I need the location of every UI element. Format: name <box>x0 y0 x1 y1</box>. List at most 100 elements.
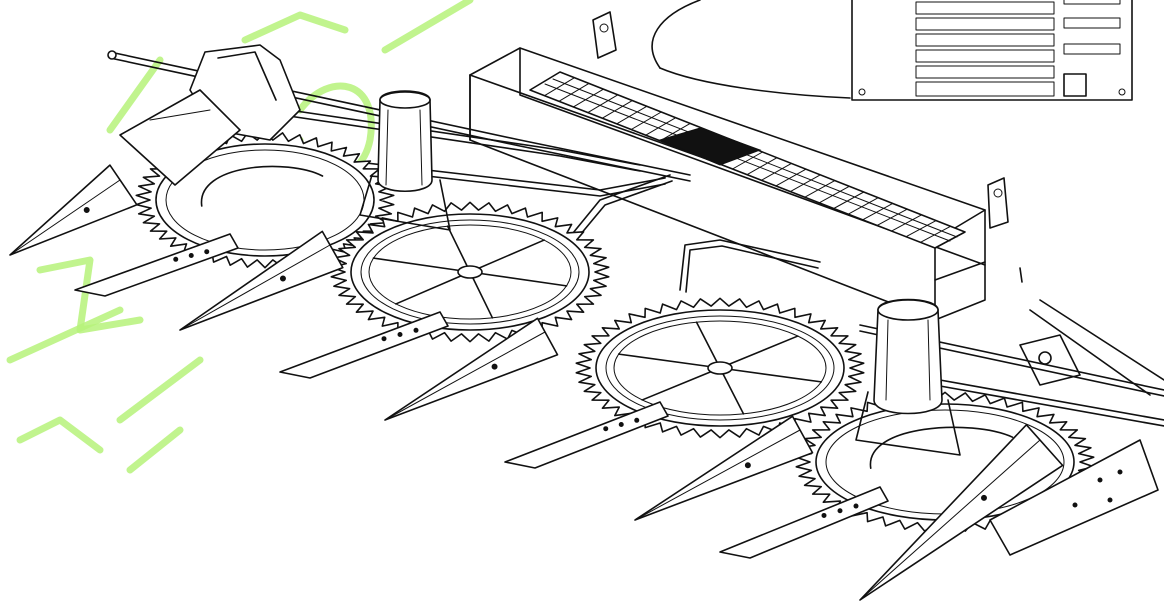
point-ridge <box>634 429 801 521</box>
grille-bar <box>543 77 575 97</box>
disc-inner-rim <box>613 320 827 416</box>
finger-bolt <box>381 336 387 342</box>
gearbox-left <box>359 90 451 231</box>
grille-bar <box>891 214 923 232</box>
disc-spoke <box>695 321 721 369</box>
grille-bar <box>862 202 894 221</box>
finger-plate <box>279 311 449 379</box>
finger-plate <box>504 401 669 469</box>
grille-bar <box>818 185 850 204</box>
disc-spoke <box>641 367 721 401</box>
finger-bolt <box>634 417 640 423</box>
rear-beam <box>469 11 1023 321</box>
disc-hub <box>457 265 483 279</box>
divider-point <box>179 230 344 331</box>
inset-row <box>915 65 1055 79</box>
grille-bar <box>630 111 662 130</box>
finger-bolt <box>837 508 843 514</box>
disc-rim <box>360 219 580 325</box>
gathering-finger <box>279 311 449 379</box>
left-end-housing <box>119 44 301 186</box>
rotor-disc <box>575 297 865 439</box>
grille-bar <box>601 100 633 119</box>
disc-hub <box>707 361 733 375</box>
point-shell <box>9 164 138 256</box>
grille-bar <box>833 191 865 209</box>
grille-bar <box>905 220 937 238</box>
grille-dense-section <box>658 127 762 166</box>
grille-bar <box>746 157 778 176</box>
gathering-finger <box>74 233 239 297</box>
point-shell <box>634 415 814 521</box>
point-ridge <box>9 179 121 256</box>
disc-spoke <box>469 271 494 319</box>
disc-spoke <box>395 271 471 305</box>
right-side-shield <box>989 299 1164 556</box>
disc-inner-rim <box>368 224 572 320</box>
grille-bar <box>645 117 677 136</box>
finger-bolt <box>618 422 624 427</box>
grille-bar <box>572 88 604 108</box>
grille-bar <box>847 197 879 215</box>
disc-rim <box>605 315 835 421</box>
finger-bolt <box>173 256 179 262</box>
finger-bolt <box>853 503 859 509</box>
grille-bar <box>659 122 691 142</box>
point-bolt <box>744 462 751 469</box>
beam-grille <box>529 71 966 249</box>
finger-bolt <box>821 512 827 518</box>
disc-spoke <box>372 257 471 273</box>
point-ridge <box>384 331 546 421</box>
disc-spoke <box>719 335 799 369</box>
finger-bolt <box>188 253 194 258</box>
grille-bar <box>804 180 836 198</box>
point-shell <box>384 317 559 421</box>
disc-plate <box>155 143 375 257</box>
gathering-finger <box>719 486 889 559</box>
grille-bar <box>876 208 908 226</box>
point-bolt <box>279 275 286 282</box>
inset-row <box>915 17 1055 31</box>
disc-guide-arc <box>200 165 324 207</box>
grille-bar <box>529 71 561 91</box>
inset-row <box>915 33 1055 47</box>
inset-row <box>915 49 1055 63</box>
rotor-disc <box>135 131 395 269</box>
divider-point <box>634 415 814 521</box>
divider-point <box>384 317 559 421</box>
point-shell <box>859 424 1064 601</box>
disc-spoke <box>719 367 823 383</box>
gathering-finger <box>504 401 669 469</box>
inset-row <box>915 81 1055 97</box>
disc-spoke <box>446 225 471 273</box>
point-bolt <box>83 206 90 213</box>
grille-bar <box>775 168 807 187</box>
finger-bolt <box>397 332 403 337</box>
gearbox-right <box>855 298 961 456</box>
row-divider-points <box>9 164 1064 601</box>
grille-bar <box>616 105 648 125</box>
disc-spoke <box>469 271 568 287</box>
finger-plate <box>74 233 239 297</box>
point-bolt <box>980 494 987 501</box>
point-ridge <box>859 439 1041 601</box>
finger-plate <box>719 486 889 559</box>
inset-row <box>915 1 1055 15</box>
grille-bar <box>558 82 590 102</box>
finger-bolt <box>603 426 609 432</box>
grille-bar <box>789 174 821 193</box>
finger-bolt <box>413 327 419 333</box>
rotor-discs <box>135 131 1095 533</box>
divider-point <box>9 164 138 256</box>
grille-bar <box>760 162 792 181</box>
finger-bolt <box>204 249 210 255</box>
point-ridge <box>179 244 331 331</box>
disc-spoke <box>617 353 721 369</box>
grille-bar <box>587 94 619 114</box>
divider-point <box>859 424 1064 601</box>
point-bolt <box>491 363 498 370</box>
point-shell <box>179 230 344 331</box>
grille-bar <box>732 151 763 170</box>
